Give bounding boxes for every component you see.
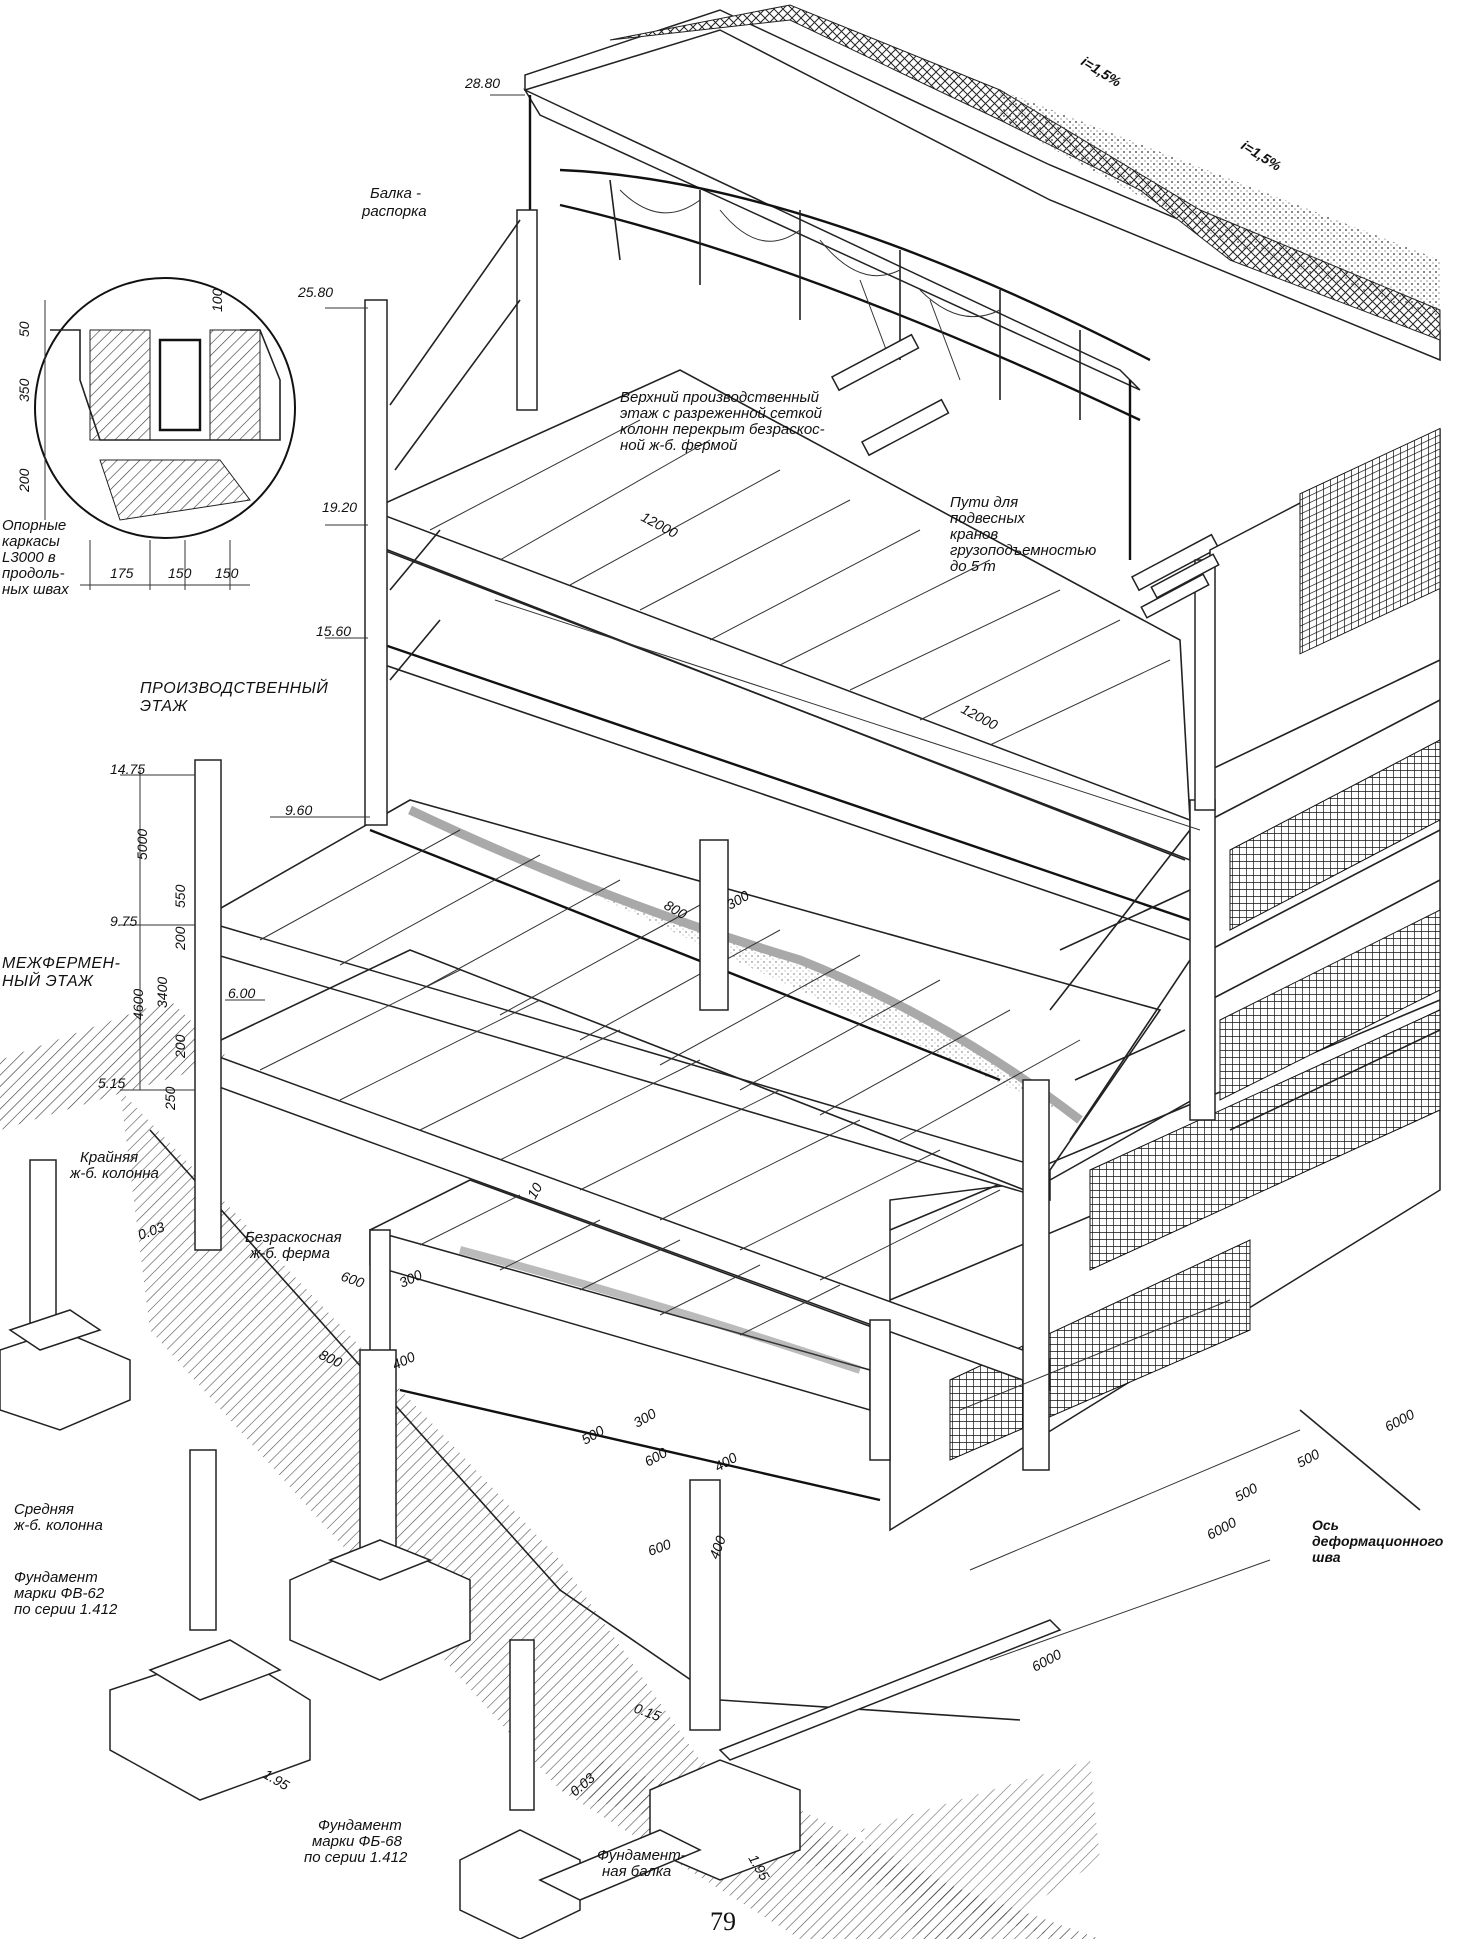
dim-250: 250: [162, 1086, 178, 1111]
dim-300-c: 300: [631, 1405, 659, 1431]
crane-paths-label-2: подвесных: [950, 510, 1025, 527]
dim-400-b: 400: [712, 1449, 740, 1475]
foundation-beam-label-1: Фундамент-: [597, 1847, 686, 1864]
dim-600-a: 600: [339, 1268, 367, 1291]
foundation-beam-label-2: ная балка: [602, 1863, 671, 1880]
edge-column-label-2: ж-б. колонна: [69, 1165, 159, 1182]
upper-floor-label-1: Верхний производственный: [620, 389, 820, 406]
detail-dim-175: 175: [110, 565, 134, 581]
dim-600-b: 600: [642, 1444, 670, 1470]
crane-paths-label-3: кранов: [950, 526, 998, 543]
slab-ribs: [259, 419, 1171, 1336]
level-6-00: 6.00: [228, 985, 255, 1001]
interfarm-floor-label-1: МЕЖФЕРМЕН-: [2, 955, 120, 972]
level-9-75: 9.75: [110, 913, 137, 929]
slope-label-2: i=1,5%: [1238, 137, 1284, 174]
edge-column-label-1: Крайняя: [80, 1149, 138, 1166]
slope-label-1: i=1,5%: [1078, 53, 1124, 90]
detail-dim-100: 100: [209, 288, 225, 312]
crane-paths-label-5: до 5 т: [950, 558, 996, 575]
level-25-80: 25.80: [297, 284, 333, 300]
support-frames-label-1: Опорные: [2, 517, 66, 534]
level-15-60: 15.60: [316, 623, 351, 639]
upper-floor-label-4: ной ж-б. фермой: [620, 437, 738, 454]
dim-10: 10: [524, 1180, 546, 1202]
dim-3400: 3400: [154, 977, 170, 1008]
dim-6000-a: 6000: [1029, 1646, 1064, 1675]
upper-floor-label-3: колонн перекрыт безраскос-: [620, 421, 825, 438]
crane-rails: [1140, 553, 1220, 619]
foundation-fv62-label-1: Фундамент: [14, 1569, 98, 1586]
support-frames-label-5: ных швах: [2, 581, 69, 598]
foundations: [0, 1309, 1062, 1939]
trussless-farm-label-2: ж-б. ферма: [249, 1245, 330, 1262]
detail-dim-200: 200: [16, 468, 32, 493]
foundation-fb68-label-1: Фундамент: [318, 1817, 402, 1834]
span-dimension-mid: 12000: [959, 701, 1001, 734]
support-frames-label-3: L3000 в: [2, 549, 56, 566]
middle-column-label-2: ж-б. колонна: [13, 1517, 103, 1534]
beam-spacer-label-2: распорка: [361, 203, 427, 220]
crane-paths-label-1: Пути для: [950, 494, 1018, 511]
detail-dim-350: 350: [16, 378, 32, 402]
detail-dim-50: 50: [16, 321, 32, 337]
production-floor-label-2: ЭТАЖ: [140, 698, 189, 715]
dim-500-b: 500: [1294, 1445, 1322, 1470]
joint-detail-circle: [34, 277, 296, 590]
detail-dim-150b: 150: [215, 565, 239, 581]
interfarm-floor-label-2: НЫЙ ЭТАЖ: [2, 971, 94, 990]
dim-200-c: 200: [172, 1034, 188, 1059]
support-frames-label-4: продоль-: [2, 565, 65, 582]
dim-6000-b: 6000: [1204, 1514, 1239, 1543]
middle-column-label-1: Средняя: [14, 1501, 74, 1518]
level-28-80: 28.80: [464, 75, 500, 91]
dim-500-c: 500: [1232, 1479, 1260, 1504]
dim-5000: 5000: [134, 829, 150, 860]
level-19-20: 19.20: [322, 499, 357, 515]
foundation-fb68-label-2: марки ФБ-68: [312, 1833, 403, 1850]
crane-paths-label-4: грузоподъемностью: [950, 542, 1096, 559]
dim-400-c: 400: [706, 1533, 729, 1561]
detail-dim-150a: 150: [168, 565, 192, 581]
deformation-axis-label-2: деформационного: [1312, 1533, 1444, 1549]
trussless-farm-label-1: Безраскосная: [245, 1229, 342, 1246]
columns: [29, 209, 1216, 1811]
dim-6000-c: 6000: [1382, 1406, 1417, 1435]
floor-slabs: [199, 369, 1191, 1502]
level-markers: [120, 94, 1421, 1661]
roof-slab: [523, 4, 1441, 560]
foundation-fb68-label-3: по серии 1.412: [304, 1849, 408, 1866]
deformation-axis-label-3: шва: [1312, 1549, 1341, 1565]
beam-spacer-label-1: Балка -: [370, 185, 421, 202]
dim-550: 550: [172, 884, 188, 908]
bracing: [389, 219, 1191, 1141]
foundation-fv62-label-2: марки ФВ-62: [14, 1585, 105, 1602]
annotation-labels: i=1,5% i=1,5% 28.80 Балка - распорка 25.…: [2, 53, 1444, 1936]
upper-floor-label-2: этаж с разреженной сеткой: [620, 405, 823, 422]
dim-600-c: 600: [646, 1536, 674, 1559]
level-14-75: 14.75: [110, 761, 145, 777]
level-1-95-a: 1.95: [261, 1766, 293, 1794]
dim-4600: 4600: [130, 989, 146, 1020]
upper-trussless-farm: [559, 168, 1220, 592]
level-9-60: 9.60: [285, 802, 312, 818]
support-frames-label-2: каркасы: [2, 533, 60, 550]
level-5-15: 5.15: [98, 1075, 125, 1091]
deformation-axis-label-1: Ось: [1312, 1517, 1339, 1533]
foundation-fv62-label-3: по серии 1.412: [14, 1601, 118, 1618]
page-number: 79: [710, 1907, 736, 1936]
dim-500-a: 500: [579, 1422, 607, 1448]
dim-200-b: 200: [172, 926, 188, 951]
production-floor-label-1: ПРОИЗВОДСТВЕННЫЙ: [140, 678, 328, 697]
